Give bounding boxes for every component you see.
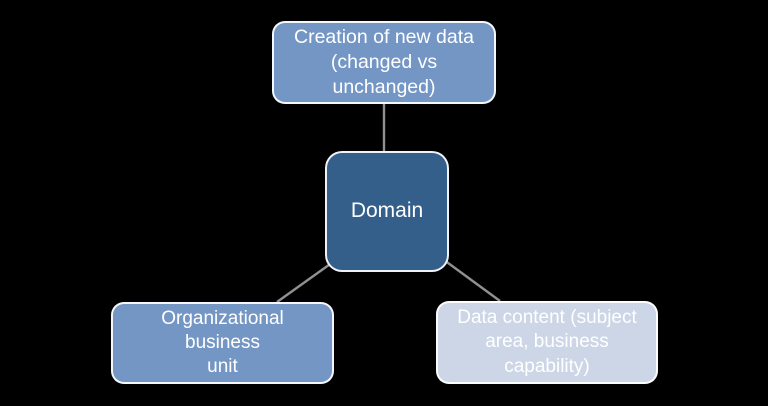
connector-domain-to-data-content <box>443 259 501 302</box>
node-creation-of-new-data[interactable]: Creation of new data (changed vs unchang… <box>272 21 496 104</box>
node-organizational-business-unit-label: Organizational business unit <box>161 307 284 378</box>
node-domain[interactable]: Domain <box>325 151 449 272</box>
node-domain-label: Domain <box>350 199 424 223</box>
connector-domain-to-org-unit <box>276 261 334 303</box>
node-creation-of-new-data-label: Creation of new data (changed vs unchang… <box>294 26 474 98</box>
node-data-content-label: Data content (subject area, business cap… <box>457 307 637 377</box>
node-organizational-business-unit[interactable]: Organizational business unit <box>111 302 334 384</box>
node-data-content[interactable]: Data content (subject area, business cap… <box>436 301 658 384</box>
